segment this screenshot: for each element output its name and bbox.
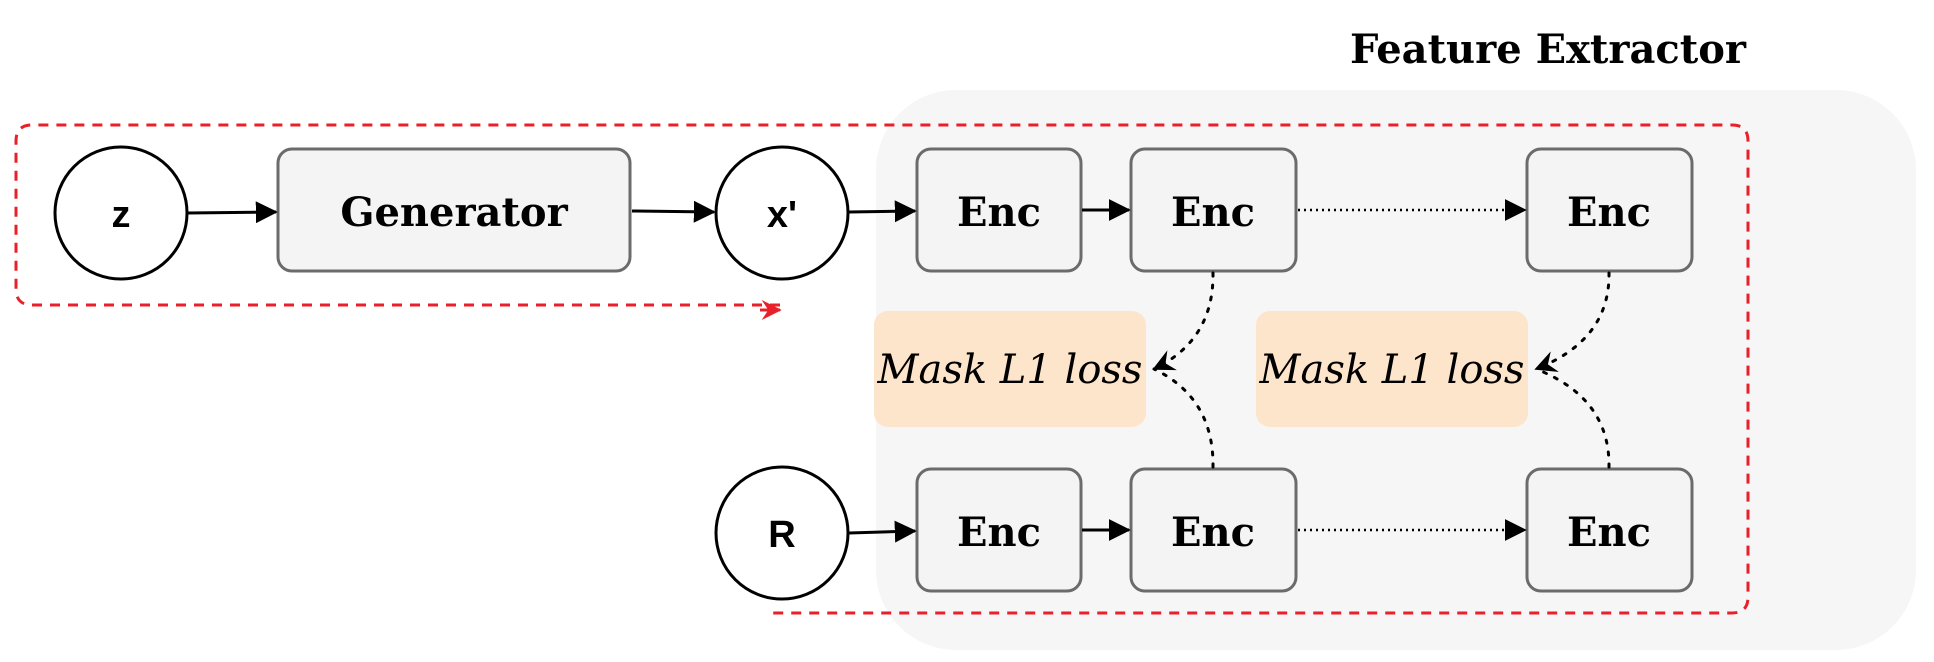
z-label: z bbox=[112, 194, 131, 236]
dotted-enc2-top-to-loss1 bbox=[1152, 271, 1215, 371]
enc-box-top-3: Enc bbox=[1525, 147, 1694, 273]
mask-l1-loss-label: Mask L1 loss bbox=[1259, 347, 1525, 393]
enc-label: Enc bbox=[1567, 509, 1651, 556]
r-label: R bbox=[768, 514, 795, 556]
arrow-r-to-enc bbox=[848, 520, 917, 543]
enc-box-bottom-3: Enc bbox=[1525, 467, 1694, 593]
enc-label: Enc bbox=[957, 509, 1041, 556]
x-prime-node: x' bbox=[714, 145, 850, 281]
r-node: R bbox=[714, 465, 850, 601]
enc-label: Enc bbox=[1171, 509, 1255, 556]
dashed-optimization-path-top bbox=[14, 123, 1750, 615]
arrow-x-prime-to-enc bbox=[848, 200, 917, 223]
dotted-enc3-top-to-loss2 bbox=[1534, 271, 1611, 372]
mask-l1-loss-label: Mask L1 loss bbox=[877, 347, 1143, 393]
dotted-arrows bbox=[1298, 199, 1527, 541]
z-node: z bbox=[53, 145, 189, 281]
enc-label: Enc bbox=[1567, 189, 1651, 236]
generator-box: Generator bbox=[276, 147, 632, 273]
dotted-enc2-bottom-to-loss1 bbox=[1152, 367, 1215, 469]
dotted-loss-connections bbox=[1152, 271, 1611, 469]
arrow-z-to-generator bbox=[187, 201, 278, 224]
enc-box-top-2: Enc bbox=[1129, 147, 1298, 273]
enc-box-bottom-1: Enc bbox=[915, 467, 1083, 593]
solid-arrows bbox=[187, 199, 1131, 543]
enc-label: Enc bbox=[1171, 189, 1255, 236]
mask-l1-loss-box-2: Mask L1 loss bbox=[1256, 311, 1528, 427]
panel-title: Feature Extractor bbox=[1350, 26, 1747, 73]
enc-label: Enc bbox=[957, 189, 1041, 236]
x-prime-label: x' bbox=[767, 194, 797, 236]
enc-box-bottom-2: Enc bbox=[1129, 467, 1298, 593]
arrow-generator-to-x-prime bbox=[631, 200, 716, 223]
mask-l1-loss-box-1: Mask L1 loss bbox=[874, 311, 1146, 427]
dotted-enc3-bottom-to-loss2 bbox=[1534, 367, 1611, 469]
generator-label: Generator bbox=[340, 189, 568, 236]
enc-box-top-1: Enc bbox=[915, 147, 1083, 273]
